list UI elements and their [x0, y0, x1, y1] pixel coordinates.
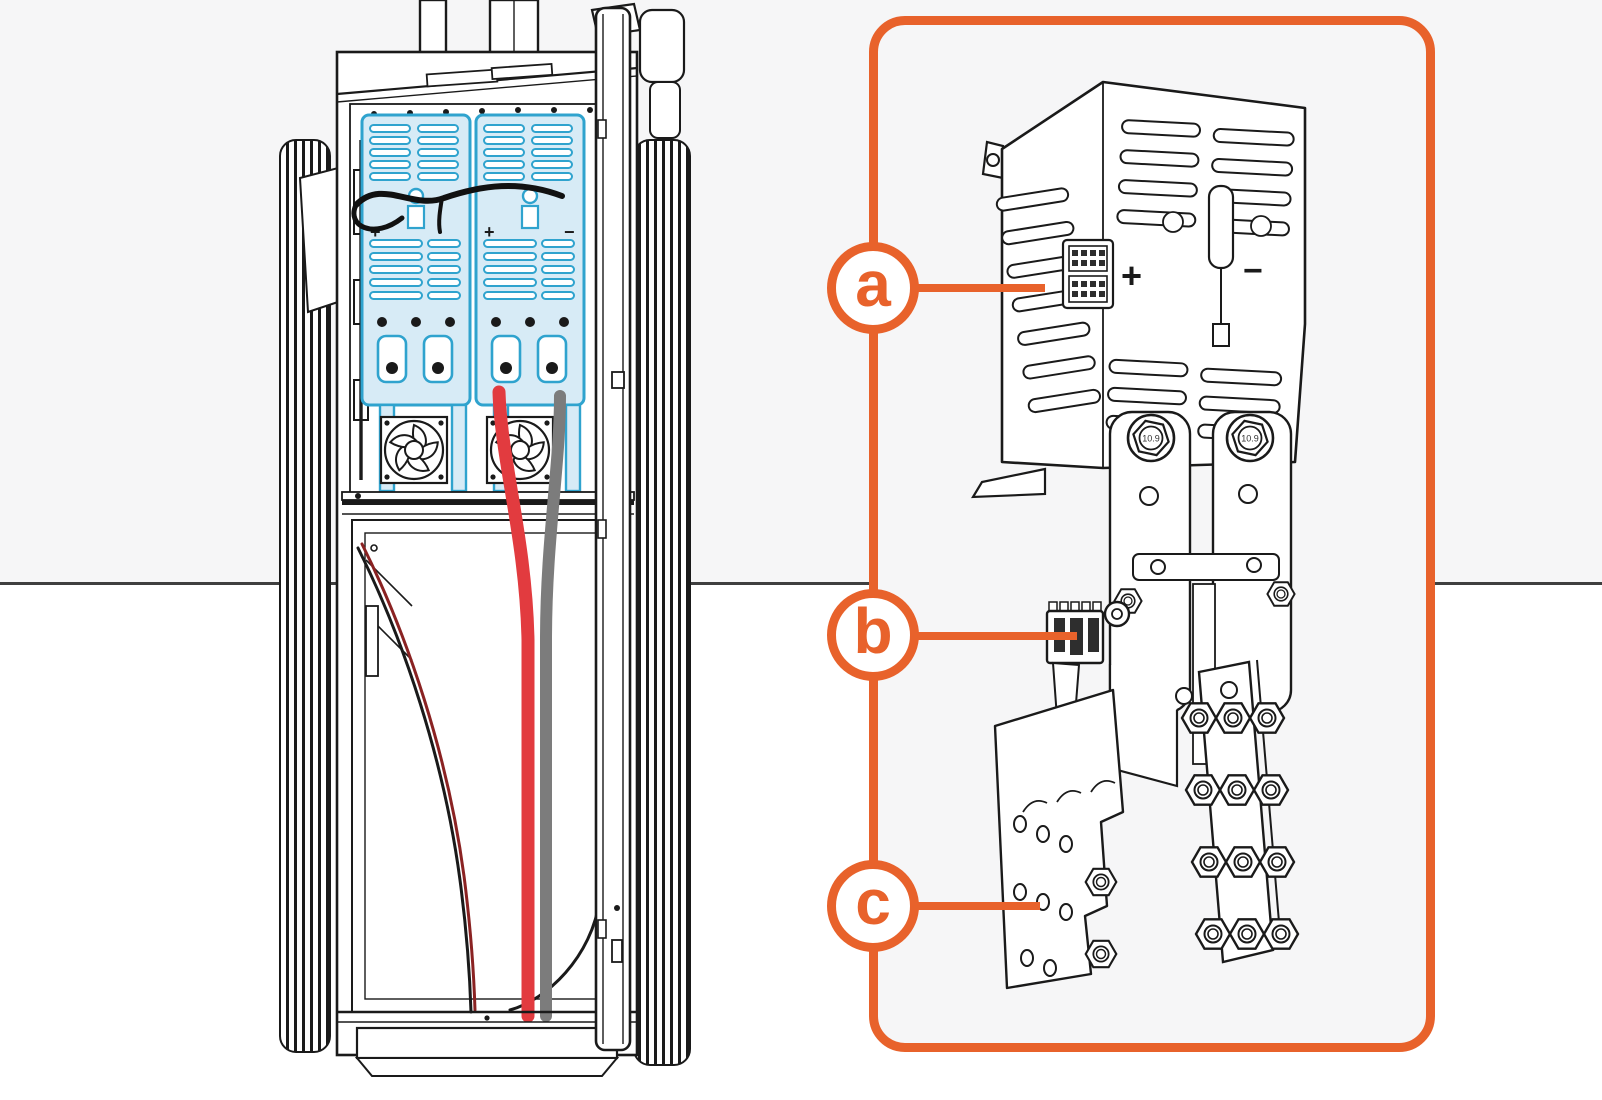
- wiring-harness: [351, 182, 565, 234]
- bolt-10-9-right: 10.9: [1225, 413, 1275, 463]
- side-fin-left: [279, 139, 339, 1053]
- nut-cluster-bar: [1175, 659, 1300, 964]
- minus-mark: −: [564, 222, 575, 242]
- callout-b: b: [827, 589, 919, 681]
- rectifier-bracket-illustration: + − 10.9 10.9: [971, 80, 1307, 990]
- power-module-cover-highlight-left: +: [360, 113, 472, 493]
- cooling-fan-left: [379, 415, 449, 485]
- charging-station-illustration: +: [279, 0, 691, 1077]
- side-tab: [971, 467, 1047, 499]
- callout-b-label: b: [853, 595, 893, 667]
- polarity-minus: −: [1243, 252, 1263, 290]
- callout-a-leader: [917, 284, 1045, 292]
- plus-mark: +: [484, 222, 495, 242]
- callout-a: a: [827, 242, 919, 334]
- dc-cable-gray: [540, 390, 566, 1022]
- polarity-plus: +: [1121, 255, 1142, 296]
- callout-a-label: a: [855, 248, 891, 320]
- cabinet-base: [337, 1010, 637, 1077]
- callout-c: c: [827, 860, 919, 952]
- horizon-line: [0, 582, 1602, 585]
- bolt-10-9-left: 10.9: [1126, 413, 1176, 463]
- bolt-grade-marking: 10.9: [1241, 434, 1259, 444]
- cross-strap: [1132, 553, 1280, 581]
- perforated-cover: + −: [981, 80, 1307, 470]
- callout-b-leader: [917, 632, 1077, 640]
- open-door: [590, 2, 642, 1052]
- lower-compartment: [351, 519, 623, 1013]
- door-hinge-tower: [638, 8, 686, 139]
- dc-cable-red: [492, 385, 535, 1023]
- plus-mark: +: [370, 222, 381, 242]
- side-fin-right: [633, 139, 691, 1066]
- callout-c-leader: [917, 902, 1040, 910]
- callout-c-label: c: [855, 866, 891, 938]
- bolt-grade-marking: 10.9: [1142, 434, 1160, 444]
- mounting-plate: [993, 688, 1125, 990]
- cover-connector: [1061, 238, 1115, 310]
